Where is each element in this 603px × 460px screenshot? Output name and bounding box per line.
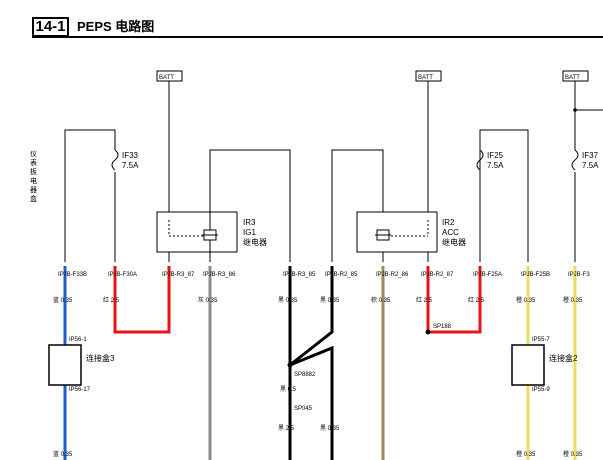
splice-sp8882-label: SP8882 <box>294 372 316 378</box>
wire-label-blue: 蓝 0.35 <box>53 296 73 304</box>
relay-ir3-coil-loop <box>209 149 291 262</box>
pin-label: IPJB-R3_86 <box>203 272 236 278</box>
wire-black-right <box>289 345 334 460</box>
relay-ir2-internal <box>375 220 429 241</box>
batt-label-1: BATT <box>159 75 174 81</box>
fuse-if25-rating: 7.5A <box>487 161 504 170</box>
wire-label-black: 黑 0.35 <box>320 297 340 304</box>
side-label-4: 电 <box>30 176 37 185</box>
header-rule <box>32 36 603 38</box>
batt-label-3: BATT <box>565 75 580 81</box>
page-header: 14-1 PEPS 电路图 <box>0 0 603 40</box>
pin-label: IPJB-F3 <box>568 272 590 278</box>
wire-red-acc <box>426 266 482 334</box>
fuse-if33-symbol <box>111 149 119 171</box>
relay-ir3-name: IG1 <box>243 228 256 237</box>
wire-label-yellow: 橙 0.35 <box>563 296 583 304</box>
wire-label-red: 红 2.5 <box>416 296 433 304</box>
wire-black-branch <box>289 266 334 367</box>
pin-label: IPJB-R3_87 <box>162 272 195 278</box>
fuse-if37-id: IF37 <box>582 151 599 160</box>
connector-box-3 <box>48 344 82 386</box>
fuse-if25-feed <box>479 129 529 262</box>
connector-3-pin-bottom: IP56-17 <box>69 387 91 393</box>
side-label-3: 板 <box>30 167 37 176</box>
side-label-2: 表 <box>30 158 37 167</box>
relay-ir2-type: 继电器 <box>442 237 466 247</box>
batt-label-2: BATT <box>418 75 433 81</box>
connector-box-2 <box>511 344 545 386</box>
splice-sp045-label: SP045 <box>294 406 313 412</box>
wire-label-black: 黑 0.35 <box>320 425 340 432</box>
pin-label: IPJB-R3_85 <box>283 272 316 278</box>
pin-label: IPJB-F25B <box>521 272 550 278</box>
fuse-if37-symbol <box>571 149 579 171</box>
junction-dot <box>573 108 577 112</box>
fuse-if33-id: IF33 <box>122 151 139 160</box>
wire-label-yellow-bottom: 橙 0.35 <box>563 450 583 458</box>
splice-sp188-label: SP188 <box>433 324 452 330</box>
relay-ir2-coil-loop <box>331 149 384 262</box>
relay-ir3-id: IR3 <box>243 218 256 227</box>
wire-label-brown: 棕 0.35 <box>371 296 391 304</box>
wire-label-red: 红 2.5 <box>103 296 120 304</box>
pin-label: IPJB-R2_87 <box>421 272 454 278</box>
side-label-6: 盒 <box>30 194 37 203</box>
wire-label-blue-bottom: 蓝 0.35 <box>53 450 73 458</box>
wire-label-yellow-bottom: 橙 0.35 <box>516 450 536 458</box>
wire-label-yellow: 橙 0.35 <box>516 296 536 304</box>
pin-label: IPJB-R2_85 <box>325 272 358 278</box>
relay-ir3-type: 继电器 <box>243 237 267 247</box>
wire-label-grey: 灰 0.35 <box>198 296 218 304</box>
splice-sp8882-dot <box>287 362 293 368</box>
pin-label: IPJB-F25A <box>473 272 502 278</box>
wire-label-black: 黑 0.35 <box>278 297 298 304</box>
connector-2-pin-bottom: IP55-9 <box>532 387 550 393</box>
splice-sp188-dot <box>425 329 431 335</box>
connector-2-name: 连接盒2 <box>549 353 578 363</box>
fuse-if33-feed <box>64 129 116 262</box>
wire-label-black-05: 黑 0.5 <box>280 386 297 393</box>
fuse-if25-symbol <box>476 149 484 171</box>
pin-label: IPJB-F30A <box>108 272 137 278</box>
relay-ir3-internal <box>168 220 218 241</box>
relay-ir2-name: ACC <box>442 228 459 237</box>
pin-label: IPJB-F33B <box>58 272 87 278</box>
pin-label: IPJB-R2_86 <box>376 272 409 278</box>
connector-3-pin-top: IP56-1 <box>69 337 87 343</box>
fuse-if33-rating: 7.5A <box>122 161 139 170</box>
relay-ir3-box <box>156 211 238 253</box>
connector-3-name: 连接盒3 <box>86 353 115 363</box>
relay-ir2-id: IR2 <box>442 218 455 227</box>
fuse-if37-rating: 7.5A <box>582 161 599 170</box>
page-title: PEPS 电路图 <box>77 19 155 34</box>
side-label-1: 仪 <box>30 150 37 158</box>
wire-label-black-25: 黑 2.5 <box>278 425 295 432</box>
wire-label-red: 红 2.5 <box>468 296 485 304</box>
side-label-5: 器 <box>30 186 37 194</box>
fuse-if25-id: IF25 <box>487 151 504 160</box>
connector-2-pin-top: IP55-7 <box>532 337 550 343</box>
relay-ir2-box <box>356 211 438 253</box>
wire-red-loop <box>113 266 171 334</box>
